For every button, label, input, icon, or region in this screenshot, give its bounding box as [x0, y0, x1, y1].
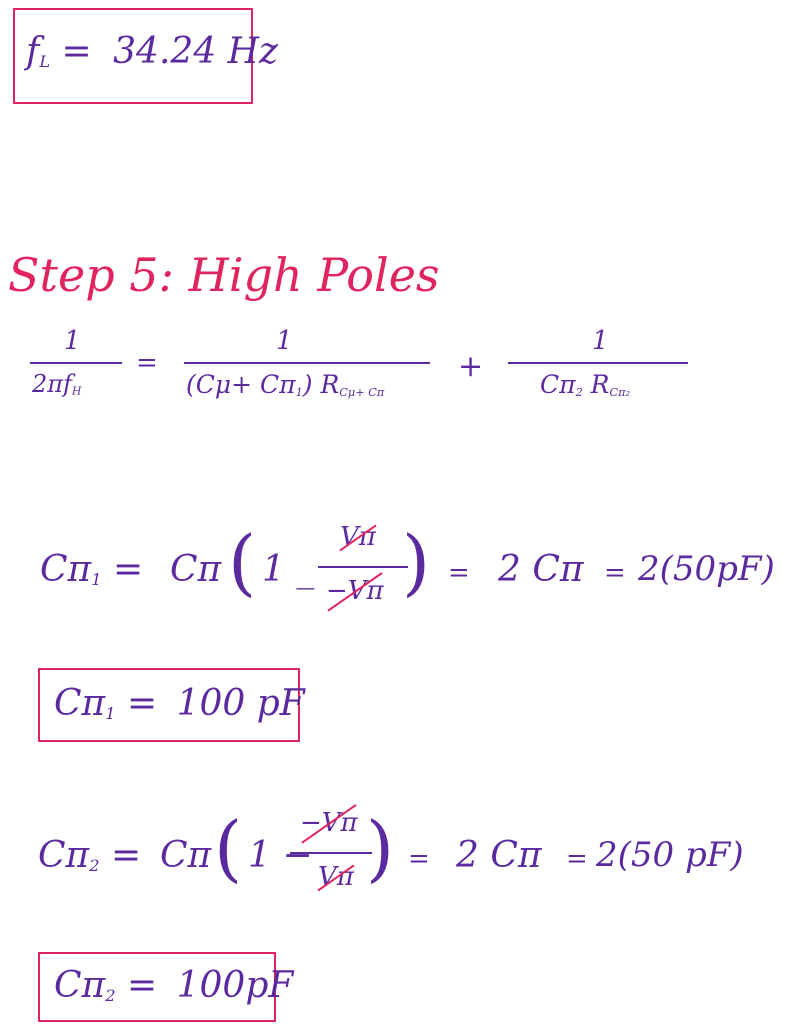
cpi1-result-box — [38, 668, 300, 742]
term2-fraction-bar — [508, 362, 688, 364]
cpi1-factor: Cπ — [170, 549, 222, 590]
cpi2-lhs: Cπ2 = — [38, 835, 142, 876]
fl-eq: = — [61, 31, 92, 72]
cpi2-result-box — [38, 952, 276, 1022]
cpi2-eq3: = — [566, 844, 588, 874]
cpi2-rhs: 2(50 pF) — [596, 835, 744, 875]
term2-numerator: 1 — [592, 326, 609, 356]
main-plus-sign: + — [458, 349, 484, 384]
cpi2-fraction-bar — [290, 852, 372, 854]
cpi1-mid: 2 Cπ — [498, 549, 584, 590]
main-lhs-fraction-bar — [30, 362, 122, 364]
step-heading: Step 5: High Poles — [8, 248, 440, 302]
cpi1-close-paren: ) — [402, 520, 431, 604]
cpi2-numerator: −Vπ — [300, 808, 358, 838]
main-lhs-denominator: 2πfH — [32, 370, 82, 398]
fl-value: 34.24 Hz — [113, 31, 279, 72]
term1-numerator: 1 — [276, 326, 293, 356]
cpi1-eq3: = — [604, 558, 626, 588]
cpi1-rhs: 2(50pF) — [638, 549, 775, 589]
main-lhs-numerator: 1 — [64, 326, 81, 356]
term2-denominator: Cπ2 RCπ₂ — [540, 370, 631, 399]
cpi1-numerator: Vπ — [340, 522, 376, 552]
main-eq-sign: = — [136, 348, 158, 378]
cpi2-denominator: Vπ — [318, 862, 354, 892]
term1-denominator: (Cμ+ Cπ1) RCμ+ Cπ — [186, 370, 385, 399]
cpi2-eq2: = — [408, 844, 430, 874]
cpi1-fraction-bar — [318, 566, 408, 568]
cpi1-denominator: −Vπ — [326, 576, 384, 606]
cpi2-close-paren: ) — [366, 806, 395, 890]
term1-fraction-bar — [184, 362, 430, 364]
cpi2-open-paren: ( — [214, 806, 243, 890]
fl-lhs: f — [26, 31, 40, 72]
fl-result: fL = 34.24 Hz — [26, 34, 278, 70]
cpi2-factor: Cπ — [160, 835, 212, 876]
cpi1-open-paren: ( — [228, 520, 257, 604]
fl-lhs-sub: L — [39, 52, 51, 72]
cpi2-mid: 2 Cπ — [456, 835, 542, 876]
cpi1-result: Cπ1 = 100 pF — [54, 683, 305, 724]
cpi1-eq2: = — [448, 558, 470, 588]
cpi2-result: Cπ2 = 100pF — [54, 965, 294, 1006]
fl-result-box — [13, 8, 253, 104]
cpi1-lhs: Cπ1 = — [40, 549, 144, 590]
cpi1-one-minus: 1 _ — [262, 549, 315, 590]
